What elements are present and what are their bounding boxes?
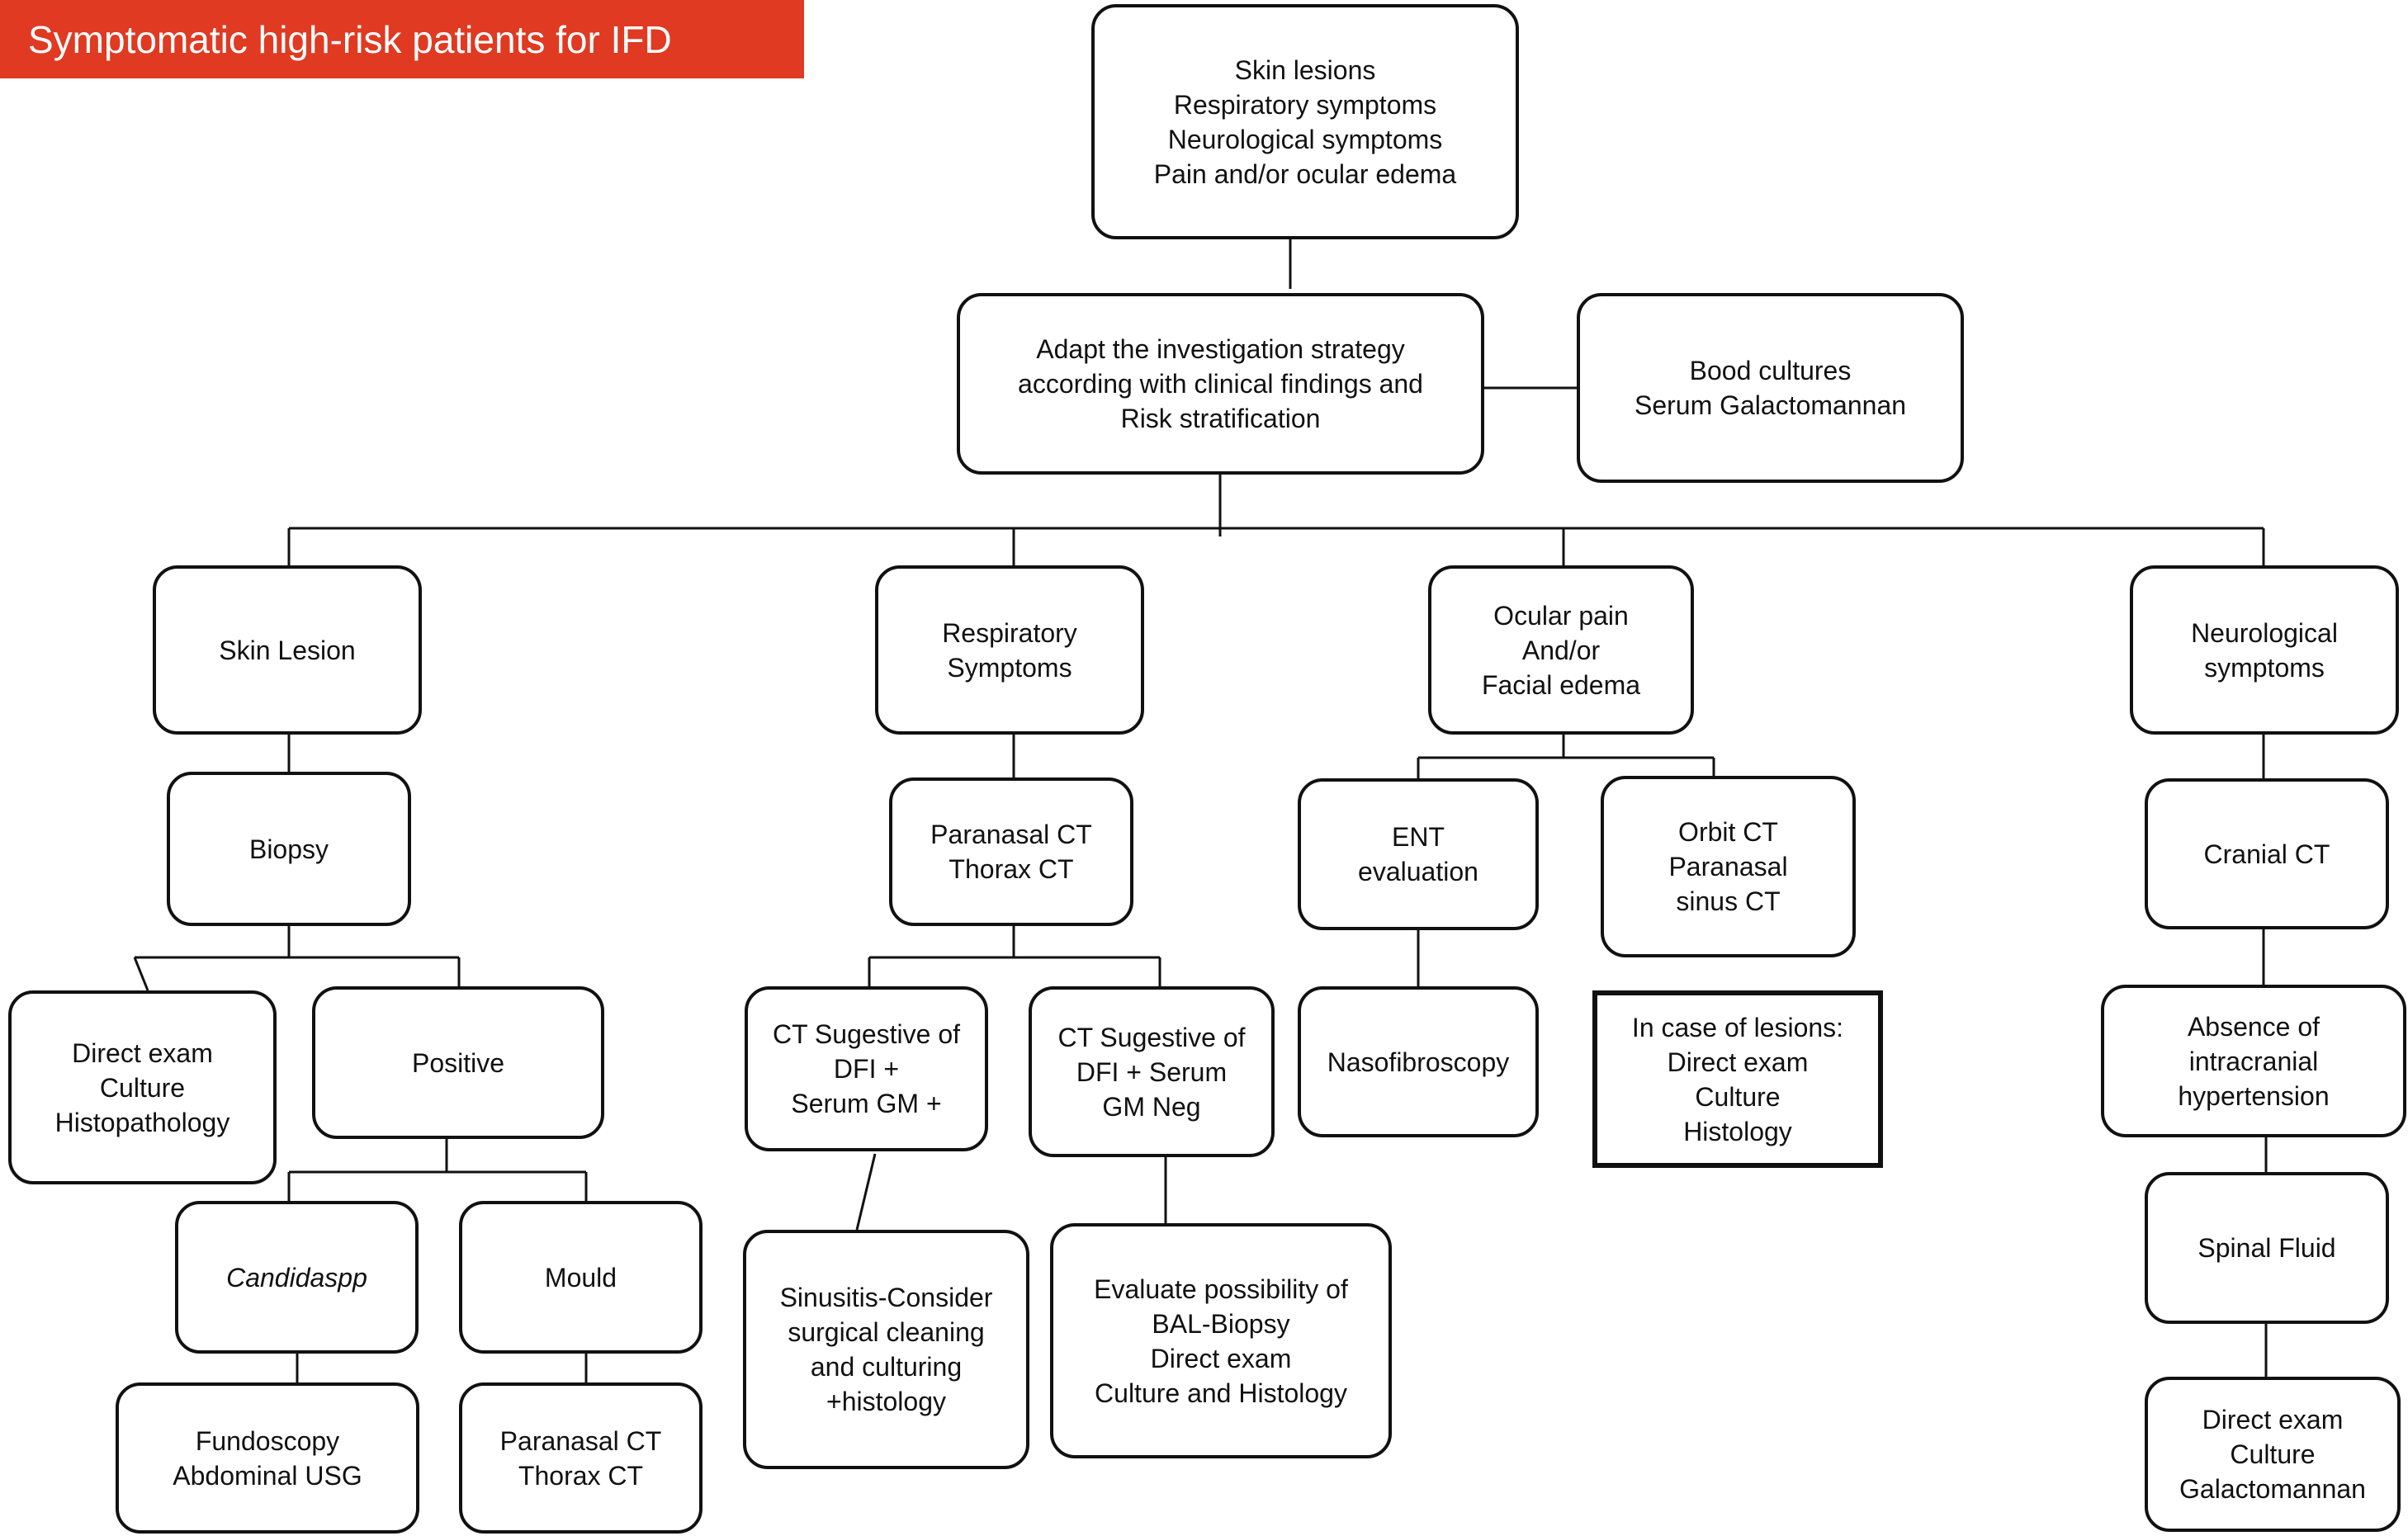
adapt-strategy-node: Adapt the investigation strategy accordi… <box>957 293 1484 475</box>
candida-node: Candidaspp <box>175 1201 419 1354</box>
ent-evaluation-node: ENT evaluation <box>1298 778 1539 930</box>
symptoms-node: Skin lesions Respiratory symptoms Neurol… <box>1091 4 1519 239</box>
cranial-ct-node: Cranial CT <box>2145 778 2389 929</box>
nasofibroscopy-node: Nasofibroscopy <box>1298 986 1539 1137</box>
positive-node: Positive <box>312 986 604 1139</box>
connector <box>855 1153 877 1231</box>
ocular-node: Ocular pain And/or Facial edema <box>1428 565 1694 735</box>
absence-hypertension-node: Absence of intracranial hypertension <box>2101 985 2406 1137</box>
connector <box>133 957 149 991</box>
direct-exam-neuro-node: Direct exam Culture Galactomannan <box>2145 1377 2401 1532</box>
title-banner: Symptomatic high-risk patients for IFD <box>0 0 804 78</box>
lesions-node: In case of lesions: Direct exam Culture … <box>1592 990 1883 1168</box>
paranasal-thorax-resp-node: Paranasal CT Thorax CT <box>889 777 1133 926</box>
mould-node: Mould <box>459 1201 703 1354</box>
blood-cultures-node: Bood cultures Serum Galactomannan <box>1577 293 1964 483</box>
ct-gm-negative-node: CT Sugestive of DFI + Serum GM Neg <box>1029 986 1275 1157</box>
respiratory-node: Respiratory Symptoms <box>875 565 1144 735</box>
bal-biopsy-node: Evaluate possibility of BAL-Biopsy Direc… <box>1050 1223 1392 1458</box>
ct-gm-positive-node: CT Sugestive of DFI + Serum GM + <box>745 986 988 1151</box>
direct-exam-skin-node: Direct exam Culture Histopathology <box>8 990 277 1184</box>
fundoscopy-node: Fundoscopy Abdominal USG <box>116 1382 419 1534</box>
neurological-node: Neurological symptoms <box>2130 565 2399 735</box>
orbit-ct-node: Orbit CT Paranasal sinus CT <box>1601 776 1856 957</box>
sinusitis-node: Sinusitis-Consider surgical cleaning and… <box>743 1230 1029 1469</box>
spinal-fluid-node: Spinal Fluid <box>2145 1172 2389 1324</box>
biopsy-node: Biopsy <box>167 772 411 926</box>
skin-lesion-node: Skin Lesion <box>153 565 422 735</box>
paranasal-thorax-skin-node: Paranasal CT Thorax CT <box>459 1382 703 1534</box>
